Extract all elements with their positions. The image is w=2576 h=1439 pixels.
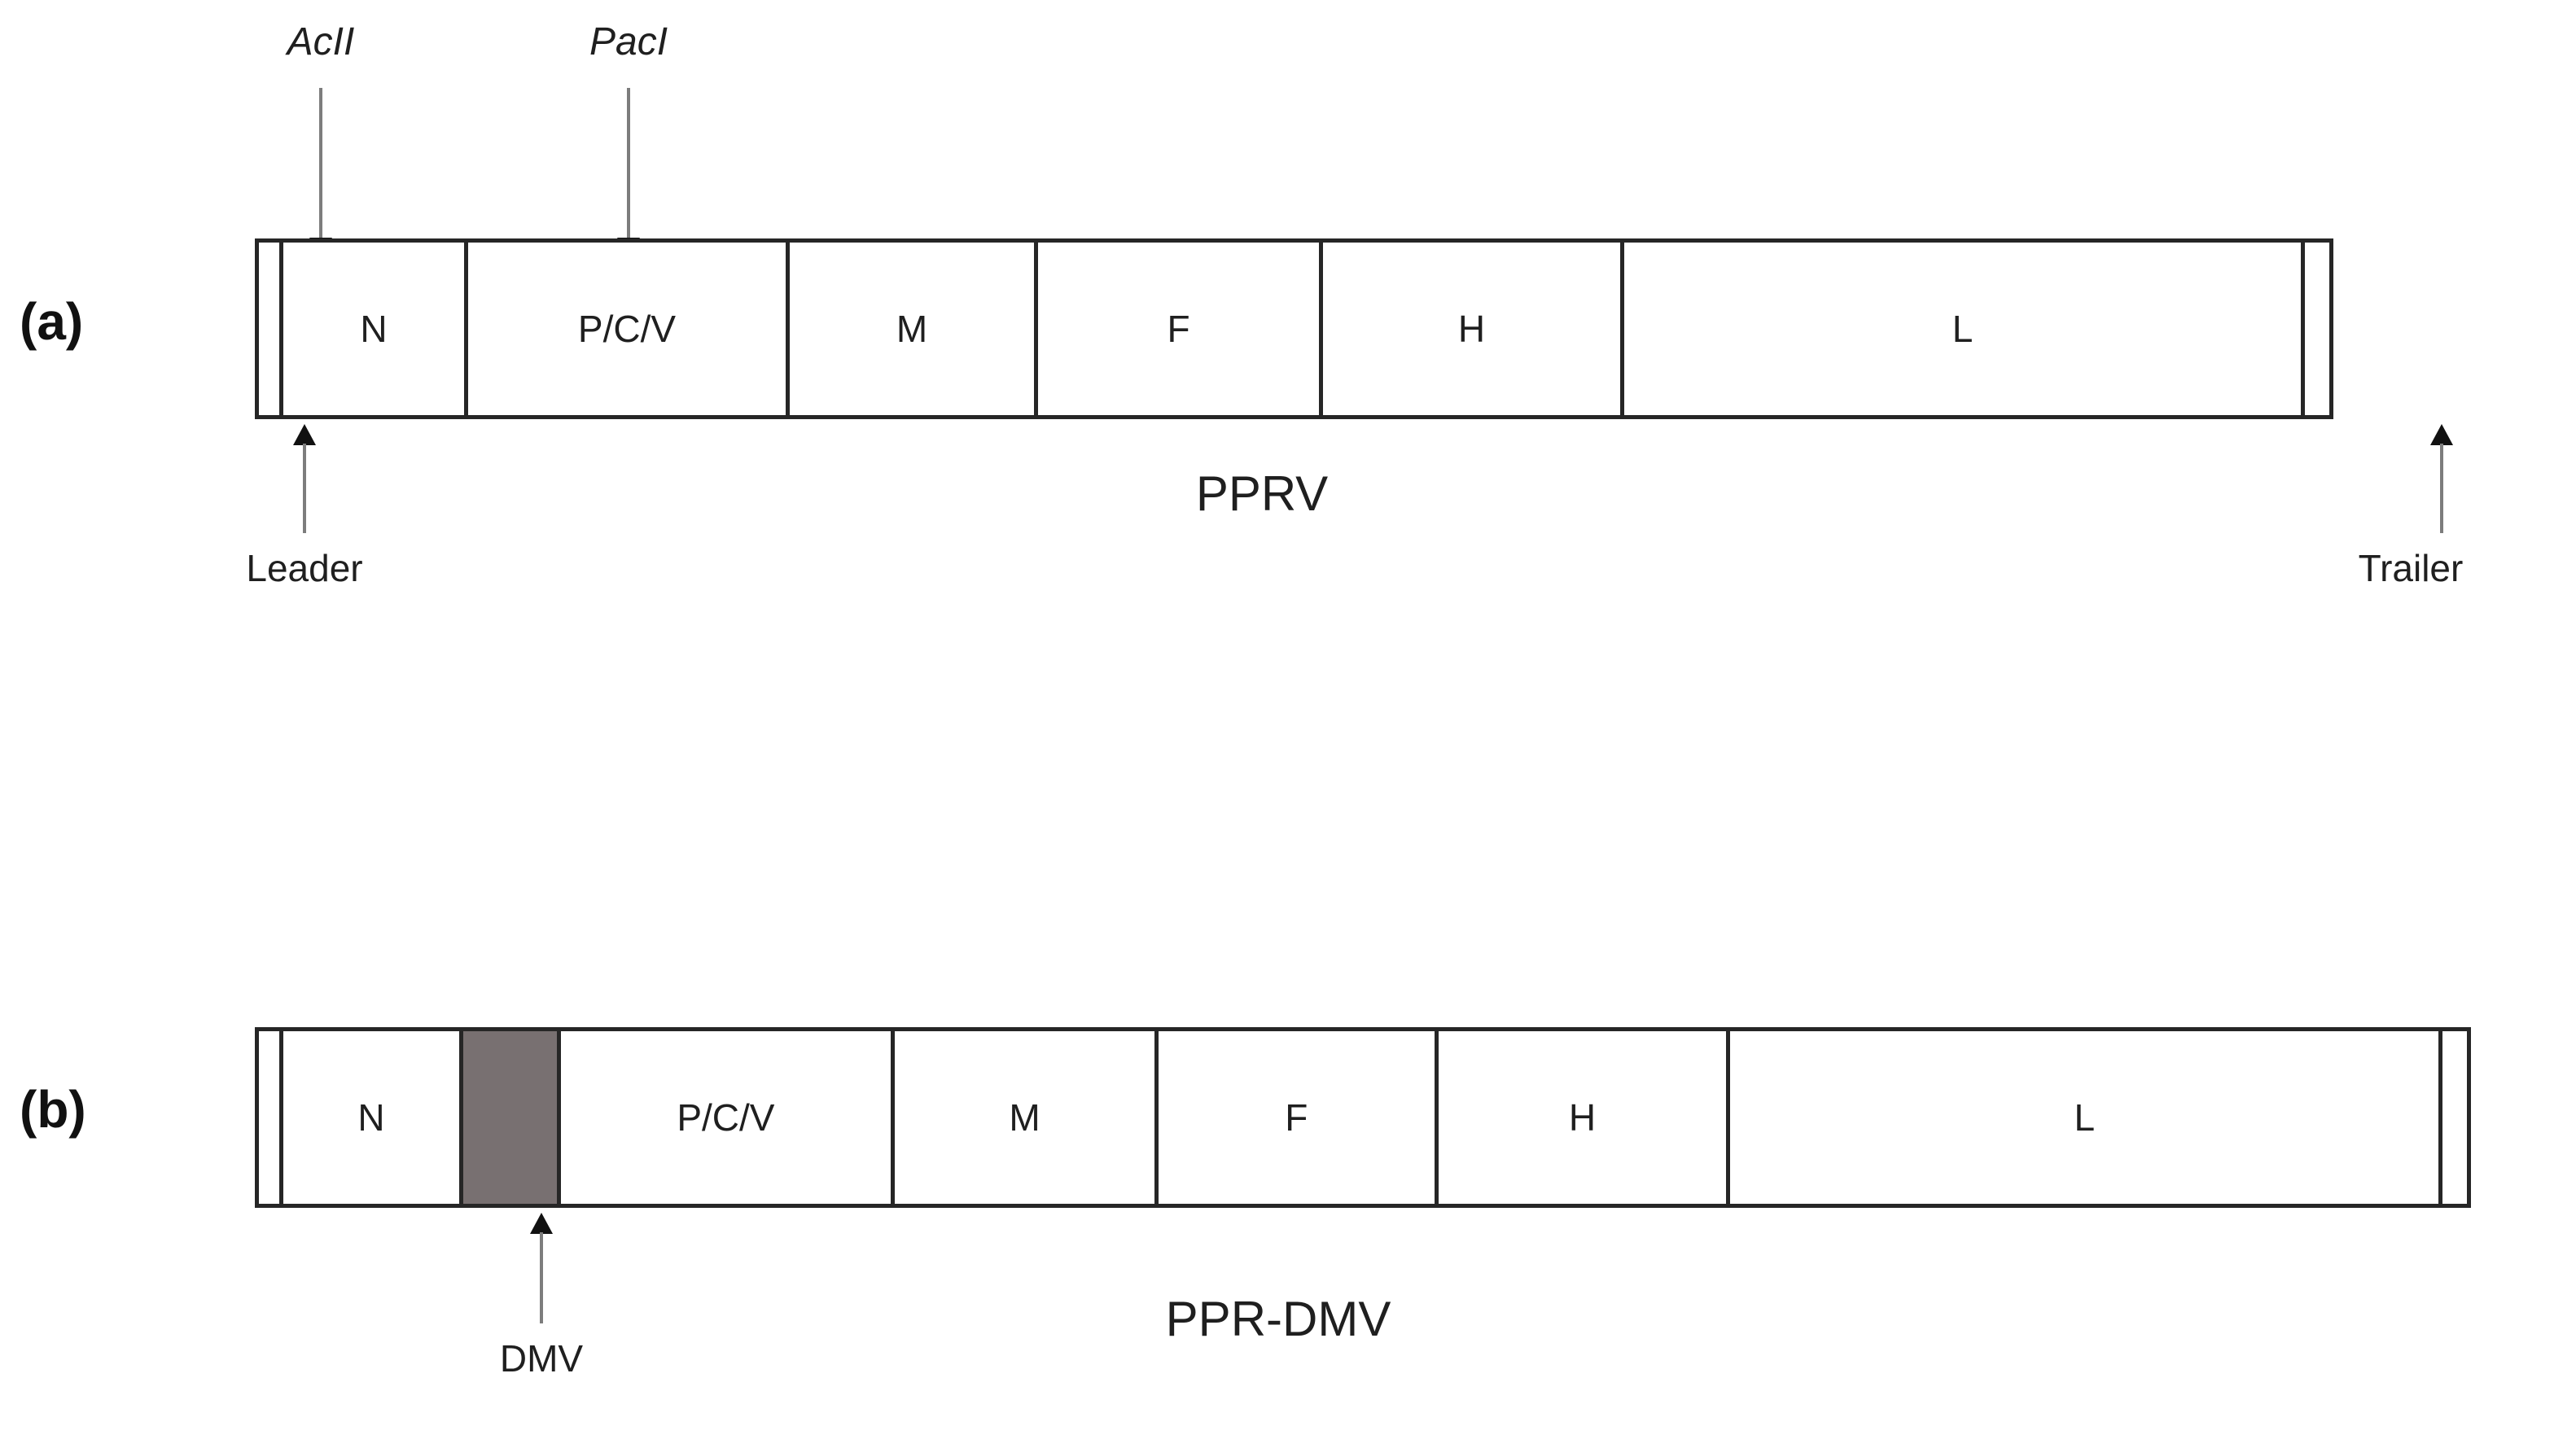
construct-name-ppr-dmv: PPR-DMV	[1165, 1292, 1391, 1346]
segment-h[interactable]: H	[1438, 1031, 1731, 1204]
panel-label-a: (a)	[20, 292, 84, 351]
arrow-up-icon	[293, 424, 316, 445]
segment-n[interactable]: N	[283, 1031, 464, 1204]
callout-dmv-stem	[540, 1232, 543, 1323]
segment-h-label: H	[1568, 1096, 1597, 1139]
segment-l[interactable]: L	[1730, 1031, 2443, 1204]
construct-name-pprv: PPRV	[1195, 466, 1329, 521]
segment-m[interactable]: M	[790, 243, 1038, 415]
genome-bar-ppr-dmv: N P/C/V M F H L	[255, 1027, 2471, 1208]
segment-f[interactable]: F	[1158, 1031, 1439, 1204]
callout-leader-stem	[303, 444, 306, 533]
callout-leader-label: Leader	[246, 547, 363, 589]
panel-label-b: (b)	[20, 1080, 86, 1139]
segment-h[interactable]: H	[1323, 243, 1624, 415]
segment-pcv-label: P/C/V	[677, 1096, 775, 1139]
callout-trailer-stem	[2440, 444, 2443, 533]
segment-pcv[interactable]: P/C/V	[560, 1031, 896, 1204]
segment-pcv-label: P/C/V	[577, 308, 677, 350]
segment-h-label: H	[1457, 308, 1486, 350]
segment-n-label: N	[360, 308, 388, 350]
callout-trailer-label: Trailer	[2358, 547, 2464, 589]
segment-trailer[interactable]	[2442, 1031, 2468, 1204]
segment-trailer[interactable]	[2305, 243, 2329, 415]
segment-l[interactable]: L	[1624, 243, 2305, 415]
callout-acli-label: AcII	[287, 20, 355, 63]
segment-m[interactable]: M	[895, 1031, 1159, 1204]
segment-pcv[interactable]: P/C/V	[468, 243, 790, 415]
segment-f[interactable]: F	[1038, 243, 1323, 415]
segment-m-label: M	[896, 308, 928, 350]
arrow-up-icon	[2430, 424, 2453, 445]
segment-f-label: F	[1285, 1096, 1308, 1139]
segment-n[interactable]: N	[283, 243, 468, 415]
callout-acli-stem	[319, 88, 322, 241]
genome-bar-pprv: N P/C/V M F H L	[255, 238, 2333, 419]
callout-dmv-label: DMV	[499, 1337, 584, 1380]
segment-l-label: L	[2074, 1096, 2096, 1139]
segment-dmv-insert[interactable]	[463, 1031, 561, 1204]
segment-m-label: M	[1009, 1096, 1040, 1139]
callout-pacl-stem	[627, 88, 630, 241]
segment-leader[interactable]	[259, 1031, 283, 1204]
segment-n-label: N	[357, 1096, 385, 1139]
segment-f-label: F	[1167, 308, 1190, 350]
arrow-up-icon	[530, 1213, 553, 1234]
segment-l-label: L	[1952, 308, 1974, 350]
segment-leader[interactable]	[259, 243, 283, 415]
callout-pacl-label: PacI	[589, 20, 668, 63]
